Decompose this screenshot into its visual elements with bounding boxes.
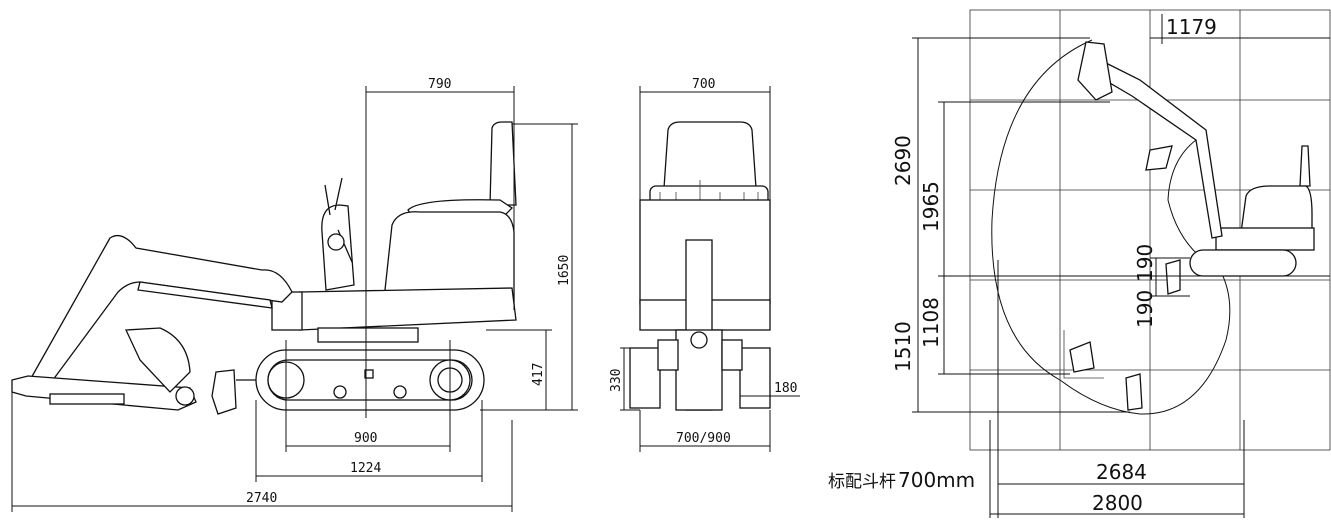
bucket-pivot (175, 386, 195, 406)
dim-label-330: 330 (609, 369, 624, 392)
upper-frame (299, 287, 517, 331)
dim-label-1108: 1108 (919, 297, 943, 348)
dim-label-1965: 1965 (919, 181, 943, 232)
boom (29, 234, 293, 393)
dim-label-1179: 1179 (1166, 15, 1217, 39)
dim-label-2740: 2740 (246, 491, 277, 506)
boom-cylinder (137, 281, 273, 309)
dim-label-700: 700 (692, 77, 715, 92)
track (255, 349, 485, 411)
seat-back (489, 121, 517, 206)
dim-label-900: 900 (354, 431, 377, 446)
dim-label-1650: 1650 (557, 255, 572, 286)
wr-bucket-top (1077, 41, 1113, 101)
boom-pin (690, 331, 708, 349)
dozer-blade (211, 369, 237, 415)
standard-arm-length: 700mm (898, 468, 975, 492)
wall-line (1063, 330, 1104, 379)
wr-bucket-bottom (1125, 373, 1143, 411)
control-knob (327, 233, 345, 251)
dim-label-2690: 2690 (891, 135, 915, 186)
dim-label-1510: 1510 (891, 321, 915, 372)
right-track-front (739, 347, 771, 409)
dim-label-180: 180 (774, 381, 797, 396)
standard-arm-label: 标配斗杆 (828, 472, 896, 492)
working-range-diagram: 1179 2690 1965 190 190 1108 1510 2684 28… (828, 9, 1331, 518)
wr-frame (1215, 227, 1315, 251)
roller (333, 385, 347, 399)
bucket (125, 327, 191, 393)
dim-label-2684: 2684 (1096, 460, 1147, 484)
swing-bearing (317, 327, 419, 343)
dim-label-1224: 1224 (350, 461, 381, 476)
frame-mark (364, 369, 374, 379)
dim-label-700-900: 700/900 (676, 431, 731, 446)
dim-label-190-drop: 190 (1133, 290, 1157, 328)
wr-bucket-low (1069, 341, 1095, 373)
arm (11, 375, 197, 411)
side-view: 790 1650 417 900 1224 2740 (11, 77, 578, 512)
dim-label-417: 417 (531, 363, 546, 386)
dim-label-790: 790 (428, 77, 451, 92)
dim-label-2800: 2800 (1092, 491, 1143, 515)
wr-bucket-mid (1145, 145, 1173, 171)
wr-body (1239, 185, 1313, 241)
wr-blade (1165, 259, 1181, 295)
right-track-guard (721, 339, 743, 371)
reach-envelope (991, 39, 1231, 415)
wr-seat-back (1299, 145, 1311, 187)
arm-cylinder (49, 393, 125, 405)
front-view: 700 330 180 700/900 (609, 77, 800, 452)
left-track-front (629, 347, 661, 409)
roller (393, 385, 407, 399)
left-track-guard (657, 339, 679, 371)
seat-back-front (663, 121, 757, 189)
wr-track (1189, 249, 1297, 277)
